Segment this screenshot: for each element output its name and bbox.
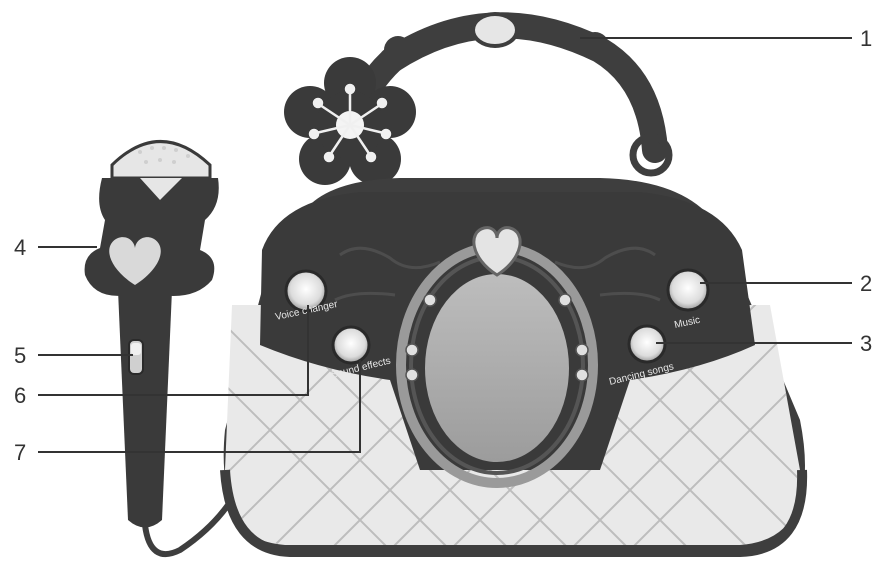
bag-body <box>140 178 880 560</box>
callout-7: 7 <box>14 440 26 465</box>
callout-5: 5 <box>14 343 26 368</box>
callout-1: 1 <box>860 26 872 51</box>
callout-6: 6 <box>14 383 26 408</box>
callout-4: 4 <box>14 235 26 260</box>
mirror <box>425 274 569 462</box>
callout-3: 3 <box>860 331 872 356</box>
handle-gem <box>473 14 517 46</box>
microphone <box>85 142 228 555</box>
callout-2: 2 <box>860 271 872 296</box>
flower-ornament <box>284 57 416 185</box>
